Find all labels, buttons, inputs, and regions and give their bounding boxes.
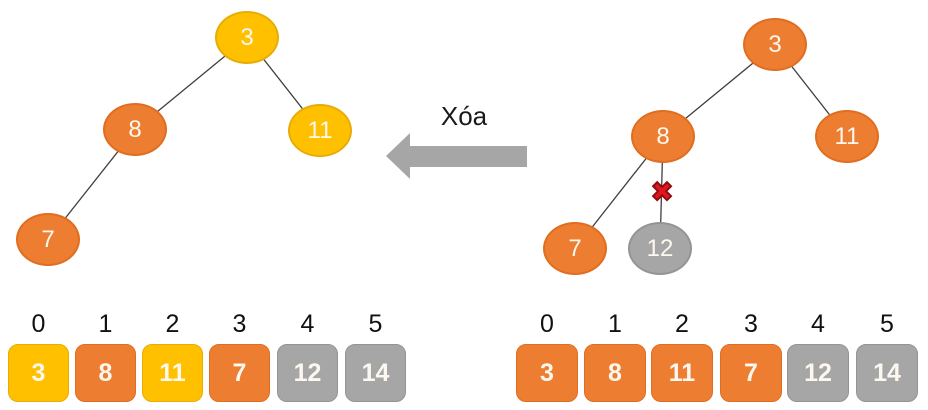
left-array-cell-2: 11 (142, 344, 203, 402)
right-tree-node-11: 11 (815, 110, 879, 163)
right-array-index-2: 2 (675, 310, 689, 338)
left-array-index-3: 3 (232, 310, 247, 338)
right-tree-node-7: 7 (543, 222, 607, 275)
right-array-cell-0: 3 (516, 344, 578, 402)
left-array-index-2: 2 (165, 310, 180, 338)
right-array-index-1: 1 (608, 310, 622, 338)
delete-x-icon: ✖ (650, 177, 674, 208)
operation-label: Xóa (440, 101, 488, 131)
right-array-cell-1: 8 (584, 344, 646, 402)
left-tree-node-7: 7 (16, 213, 80, 266)
right-array-cell-4: 12 (787, 344, 849, 402)
left-tree-node-11: 11 (288, 104, 352, 157)
left-tree-node-8: 8 (103, 103, 167, 156)
left-array-cell-3: 7 (209, 344, 270, 402)
left-array-cell-5: 14 (345, 344, 406, 402)
right-tree-node-12: 12 (628, 222, 692, 275)
left-array-index-4: 4 (300, 310, 315, 338)
left-arrow-icon-body (409, 146, 527, 167)
right-array-index-3: 3 (744, 310, 758, 338)
left-array-index-0: 0 (31, 310, 46, 338)
right-array-cell-3: 7 (720, 344, 782, 402)
left-tree-node-3: 3 (215, 11, 279, 64)
right-array-index-5: 5 (880, 310, 894, 338)
right-array-index-0: 0 (540, 310, 554, 338)
left-array-index-1: 1 (98, 310, 113, 338)
left-array-index-5: 5 (368, 310, 383, 338)
right-array-index-4: 4 (811, 310, 825, 338)
left-array-cell-1: 8 (75, 344, 136, 402)
right-array-cell-2: 11 (651, 344, 713, 402)
left-array-cell-0: 3 (8, 344, 69, 402)
left-array-cell-4: 12 (277, 344, 338, 402)
right-tree-node-8: 8 (631, 110, 695, 163)
right-array-cell-5: 14 (856, 344, 918, 402)
right-tree-node-3: 3 (743, 18, 807, 71)
left-arrow-icon (386, 133, 410, 179)
